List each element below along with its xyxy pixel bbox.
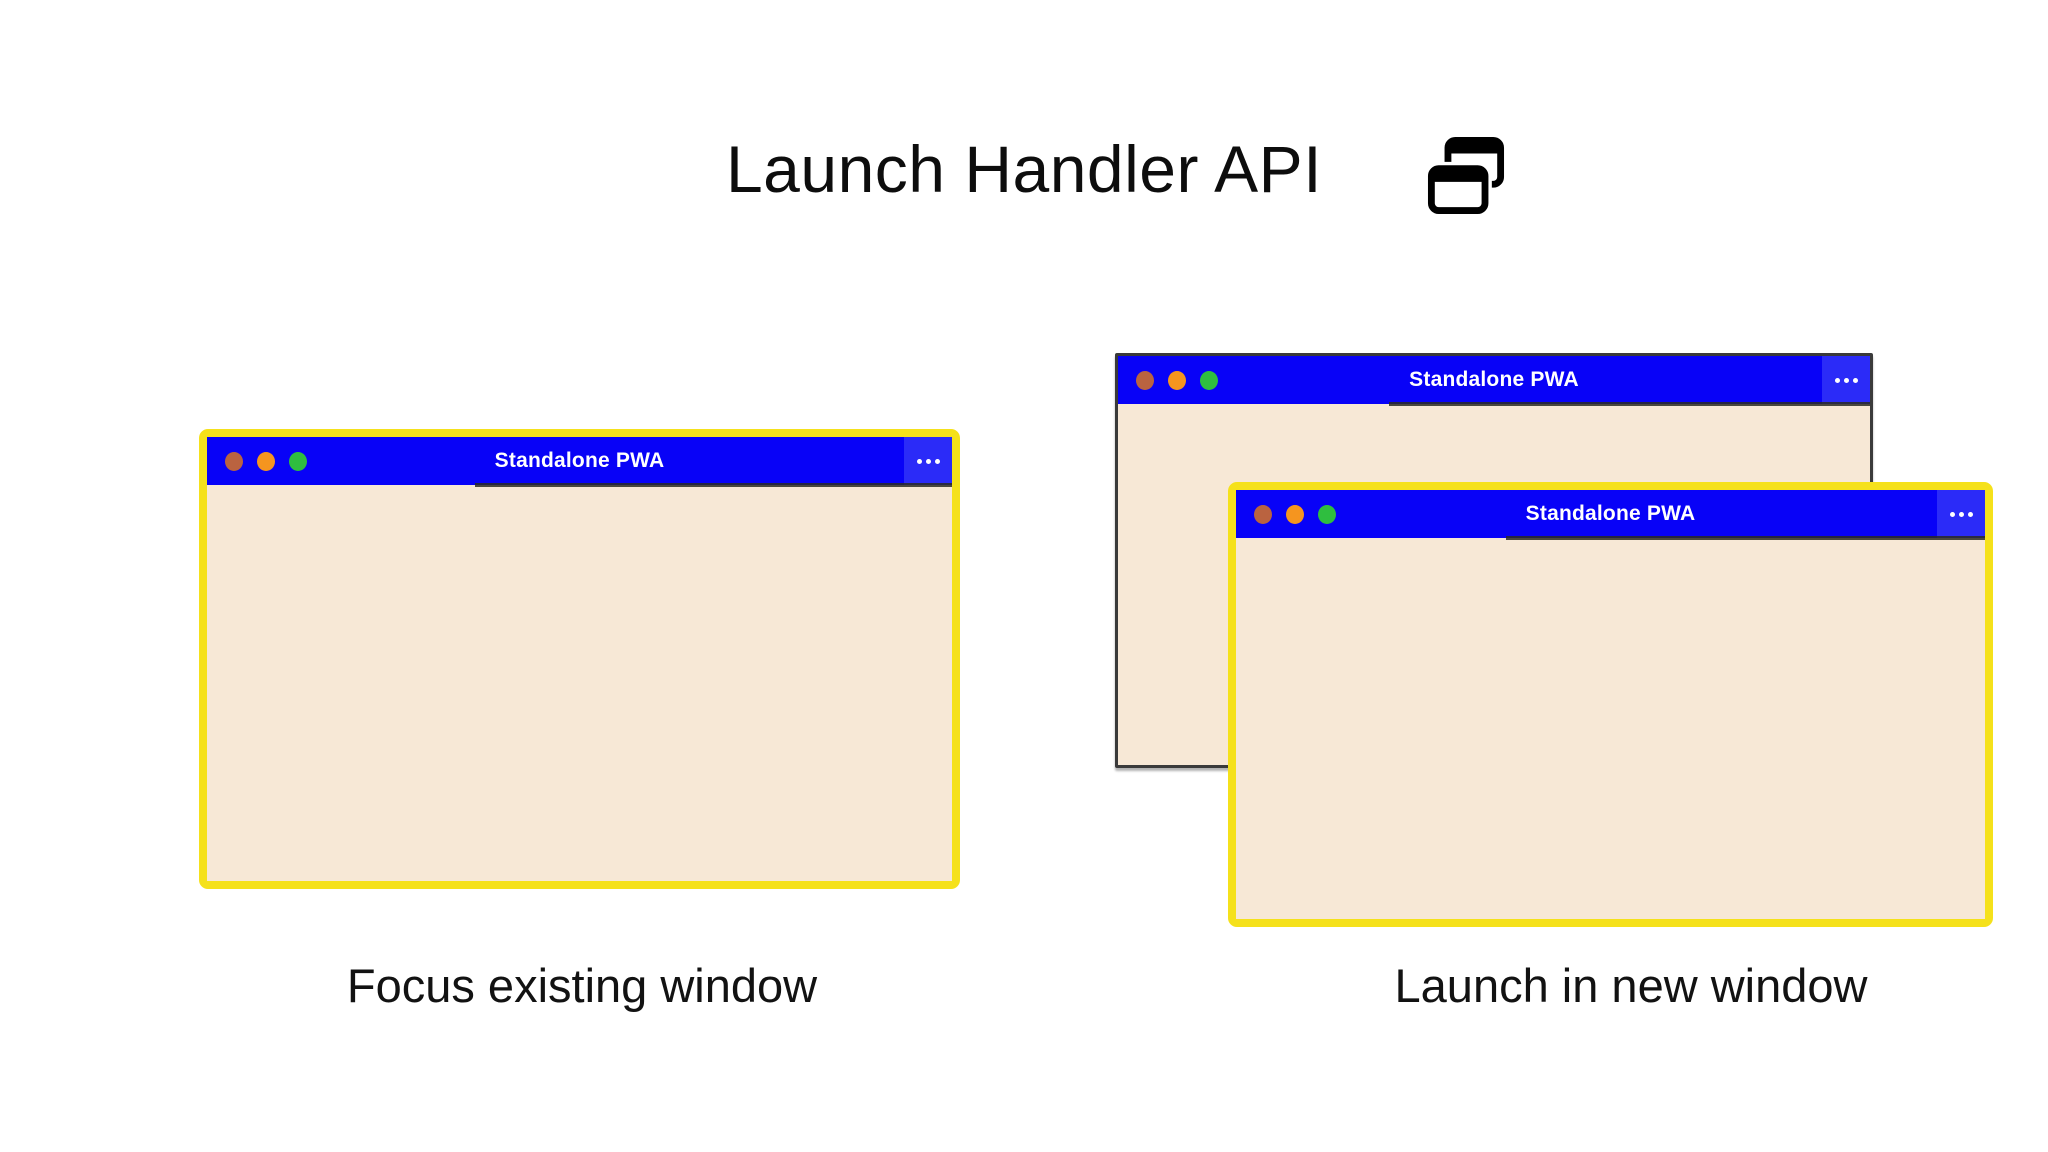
window-title: Standalone PWA	[1525, 502, 1696, 525]
ellipsis-icon	[916, 458, 922, 464]
window-titlebar[interactable]: Standalone PWA	[1236, 490, 1985, 540]
close-button[interactable]	[225, 451, 243, 471]
window-content	[1236, 538, 1985, 919]
window-menu-button[interactable]	[1937, 490, 1985, 538]
minimize-button[interactable]	[1286, 504, 1304, 524]
minimize-button[interactable]	[1168, 370, 1186, 390]
maximize-button[interactable]	[289, 451, 307, 471]
window-titlebar[interactable]: Standalone PWA	[207, 437, 952, 487]
ellipsis-icon	[1834, 377, 1840, 383]
ellipsis-icon	[925, 458, 931, 464]
traffic-lights	[225, 437, 307, 485]
caption-focus-existing: Focus existing window	[346, 959, 818, 1012]
window-content	[207, 485, 952, 881]
minimize-button[interactable]	[257, 451, 275, 471]
ellipsis-icon	[1843, 377, 1849, 383]
ellipsis-icon	[1958, 511, 1964, 517]
ellipsis-icon	[1967, 511, 1973, 517]
pwa-window-new: Standalone PWA	[1228, 482, 1993, 927]
caption-launch-new: Launch in new window	[1394, 959, 1868, 1012]
window-menu-button[interactable]	[904, 437, 952, 485]
window-title: Standalone PWA	[1409, 368, 1579, 391]
window-title: Standalone PWA	[494, 449, 665, 472]
ellipsis-icon	[934, 458, 940, 464]
traffic-lights	[1136, 356, 1218, 404]
maximize-button[interactable]	[1200, 370, 1218, 390]
maximize-button[interactable]	[1318, 504, 1336, 524]
window-titlebar[interactable]: Standalone PWA	[1118, 356, 1870, 406]
close-button[interactable]	[1136, 370, 1154, 390]
ellipsis-icon	[1852, 377, 1858, 383]
overlapping-windows-icon	[1427, 136, 1505, 216]
traffic-lights	[1254, 490, 1336, 538]
page-title: Launch Handler API	[725, 132, 1323, 206]
close-button[interactable]	[1254, 504, 1272, 524]
ellipsis-icon	[1949, 511, 1955, 517]
window-menu-button[interactable]	[1822, 356, 1870, 404]
pwa-window-existing: Standalone PWA	[199, 429, 960, 889]
